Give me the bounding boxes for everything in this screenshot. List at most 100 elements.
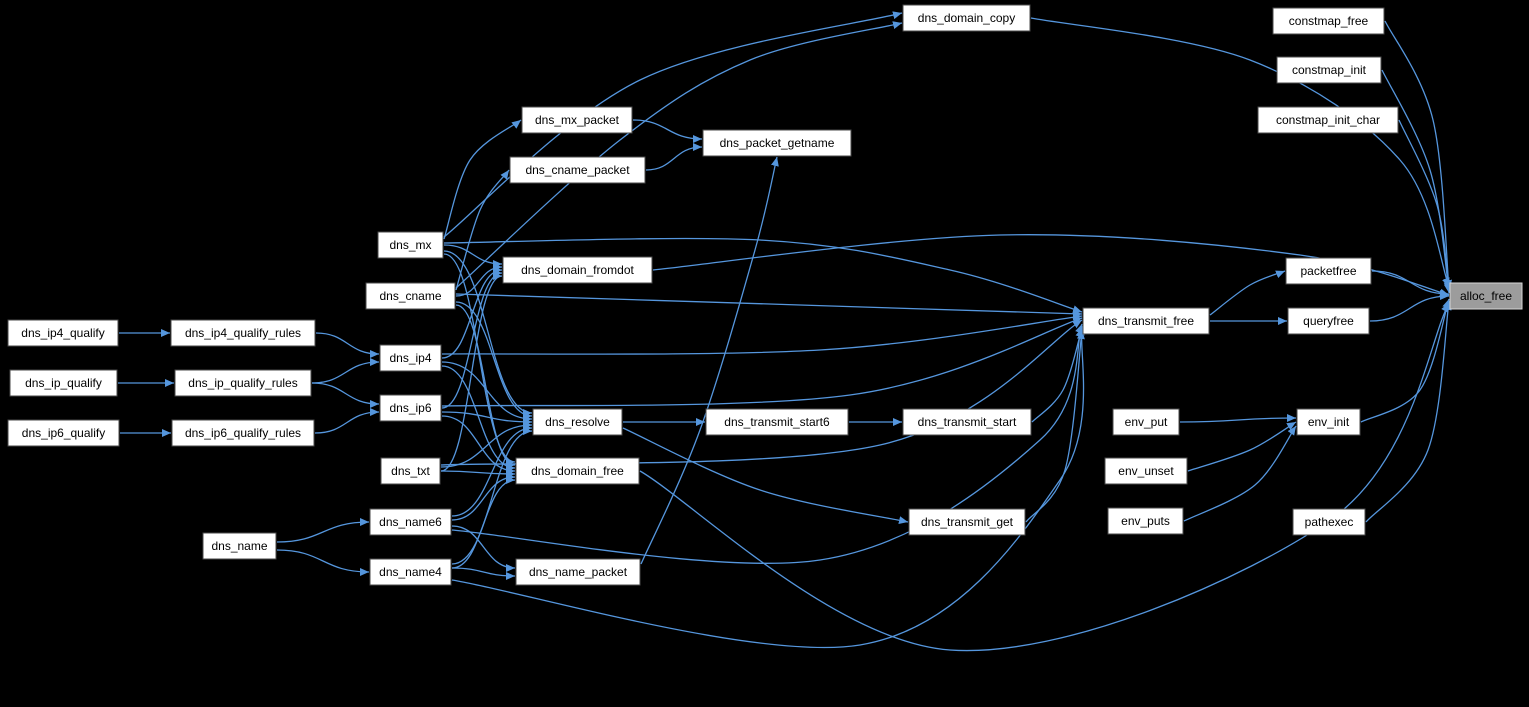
node-box-dns_mx <box>377 231 444 259</box>
graph-node-dns_ip6_qualify[interactable]: dns_ip6_qualify <box>7 419 120 447</box>
node-label-dns_name4: dns_name4 <box>379 565 442 579</box>
graph-node-dns_ip4_qualify[interactable]: dns_ip4_qualify <box>7 319 119 347</box>
graph-node-dns_cname[interactable]: dns_cname <box>365 282 456 310</box>
node-box-dns_cname_packet <box>509 156 646 184</box>
call-edge-dns_ip6_qualify_rules-to-dns_ip6 <box>314 408 380 434</box>
graph-node-dns_cname_packet[interactable]: dns_cname_packet <box>509 156 646 184</box>
graph-node-pathexec[interactable]: pathexec <box>1292 508 1366 536</box>
node-label-queryfree: queryfree <box>1303 314 1354 328</box>
node-label-dns_domain_free: dns_domain_free <box>531 464 624 478</box>
node-box-dns_domain_fromdot <box>502 256 653 284</box>
graph-node-dns_transmit_free[interactable]: dns_transmit_free <box>1082 307 1210 335</box>
call-edge-constmap_init-to-alloc_free <box>1381 69 1452 292</box>
node-label-dns_packet_getname: dns_packet_getname <box>720 136 835 150</box>
call-edge-env_puts-to-env_init <box>1183 425 1297 522</box>
graph-node-alloc_free[interactable]: alloc_free <box>1449 282 1523 310</box>
node-box-dns_ip4_qualify <box>7 319 119 347</box>
graph-node-dns_mx_packet[interactable]: dns_mx_packet <box>521 106 633 134</box>
call-edge-dns_mx_packet-to-dns_packet_getname <box>632 119 703 143</box>
call-edge-dns_txt-to-dns_transmit_free <box>440 319 1083 466</box>
node-label-pathexec: pathexec <box>1305 515 1354 529</box>
node-label-dns_cname: dns_cname <box>379 289 441 303</box>
call-edge-dns_name-to-dns_name4 <box>276 549 370 576</box>
graph-node-dns_domain_copy[interactable]: dns_domain_copy <box>902 4 1031 32</box>
graph-node-dns_name_packet[interactable]: dns_name_packet <box>515 558 641 586</box>
graph-node-dns_domain_free[interactable]: dns_domain_free <box>515 457 640 485</box>
graph-node-dns_ip4_qualify_rules[interactable]: dns_ip4_qualify_rules <box>170 319 316 347</box>
graph-node-env_init[interactable]: env_init <box>1296 408 1361 436</box>
graph-node-dns_name6[interactable]: dns_name6 <box>369 508 452 536</box>
call-edge-dns_ip6-to-dns_domain_fromdot <box>441 269 503 409</box>
node-box-dns_transmit_start <box>902 408 1032 436</box>
graph-node-env_unset[interactable]: env_unset <box>1104 457 1188 485</box>
node-box-dns_ip6_qualify <box>7 419 120 447</box>
call-edge-dns_cname-to-dns_domain_free <box>455 304 516 469</box>
graph-node-queryfree[interactable]: queryfree <box>1287 307 1370 335</box>
graph-node-dns_ip_qualify_rules[interactable]: dns_ip_qualify_rules <box>174 369 312 397</box>
graph-node-env_put[interactable]: env_put <box>1112 408 1180 436</box>
node-box-dns_ip6_qualify_rules <box>171 419 315 447</box>
graph-node-env_puts[interactable]: env_puts <box>1107 507 1184 535</box>
graph-node-dns_name4[interactable]: dns_name4 <box>369 558 452 586</box>
graph-node-dns_ip6_qualify_rules[interactable]: dns_ip6_qualify_rules <box>171 419 315 447</box>
graph-node-dns_domain_fromdot[interactable]: dns_domain_fromdot <box>502 256 653 284</box>
node-box-dns_cname <box>365 282 456 310</box>
node-box-dns_transmit_start6 <box>705 408 849 436</box>
graph-node-dns_resolve[interactable]: dns_resolve <box>532 408 623 436</box>
node-box-constmap_init_char <box>1257 106 1399 134</box>
node-box-env_init <box>1296 408 1361 436</box>
graph-node-constmap_init[interactable]: constmap_init <box>1276 56 1382 84</box>
node-box-dns_name <box>202 532 277 560</box>
node-label-packetfree: packetfree <box>1300 264 1356 278</box>
call-edge-constmap_init_char-to-alloc_free <box>1398 119 1452 294</box>
node-box-dns_domain_free <box>515 457 640 485</box>
graph-node-packetfree[interactable]: packetfree <box>1285 257 1372 285</box>
call-edge-dns_name4-to-dns_resolve <box>451 427 533 565</box>
call-edge-pathexec-to-alloc_free <box>1365 300 1452 523</box>
node-box-dns_name_packet <box>515 558 641 586</box>
node-label-dns_txt: dns_txt <box>391 464 430 478</box>
graph-node-dns_transmit_start[interactable]: dns_transmit_start <box>902 408 1032 436</box>
graph-node-constmap_init_char[interactable]: constmap_init_char <box>1257 106 1399 134</box>
call-edge-dns_txt-to-dns_resolve <box>440 421 533 468</box>
graph-node-dns_transmit_get[interactable]: dns_transmit_get <box>908 508 1026 536</box>
graph-node-dns_ip6[interactable]: dns_ip6 <box>379 394 442 422</box>
node-box-dns_name6 <box>369 508 452 536</box>
graph-node-dns_ip_qualify[interactable]: dns_ip_qualify <box>9 369 118 397</box>
node-label-dns_resolve: dns_resolve <box>545 415 610 429</box>
node-label-constmap_init_char: constmap_init_char <box>1276 113 1380 127</box>
node-label-constmap_init: constmap_init <box>1292 63 1367 77</box>
node-box-dns_name4 <box>369 558 452 586</box>
node-box-dns_domain_copy <box>902 4 1031 32</box>
call-edge-dns_name4-to-dns_name_packet <box>451 567 516 580</box>
call-edge-dns_mx-to-dns_domain_free <box>443 253 516 466</box>
call-edge-dns_name6-to-dns_resolve <box>451 424 533 517</box>
graph-node-dns_ip4[interactable]: dns_ip4 <box>379 344 442 372</box>
node-label-dns_transmit_get: dns_transmit_get <box>921 515 1014 529</box>
graph-node-dns_mx[interactable]: dns_mx <box>377 231 444 259</box>
node-box-dns_mx_packet <box>521 106 633 134</box>
node-label-dns_ip4_qualify: dns_ip4_qualify <box>21 326 104 340</box>
node-label-dns_ip4_qualify_rules: dns_ip4_qualify_rules <box>185 326 301 340</box>
graph-node-constmap_free[interactable]: constmap_free <box>1272 7 1385 35</box>
call-edge-dns_ip6-to-dns_domain_free <box>441 415 516 475</box>
node-label-env_put: env_put <box>1125 415 1168 429</box>
graph-node-dns_packet_getname[interactable]: dns_packet_getname <box>702 129 852 157</box>
graph-node-dns_txt[interactable]: dns_txt <box>380 457 441 485</box>
node-box-dns_txt <box>380 457 441 485</box>
call-edge-dns_ip_qualify_rules-to-dns_ip4 <box>311 358 380 384</box>
call-edge-dns_ip4_qualify_rules-to-dns_ip4 <box>315 332 380 358</box>
graph-node-dns_transmit_start6[interactable]: dns_transmit_start6 <box>705 408 849 436</box>
call-edge-dns_name6-to-dns_transmit_free <box>451 323 1083 564</box>
call-edge-dns_ip4-to-dns_transmit_free <box>441 313 1083 355</box>
call-edge-dns_transmit_free-to-packetfree <box>1209 270 1286 316</box>
node-label-env_puts: env_puts <box>1121 514 1170 528</box>
call-edge-dns_name4-to-dns_transmit_free <box>451 325 1085 649</box>
graph-node-dns_name[interactable]: dns_name <box>202 532 277 560</box>
node-box-dns_ip4 <box>379 344 442 372</box>
node-box-constmap_init <box>1276 56 1382 84</box>
node-label-constmap_free: constmap_free <box>1289 14 1369 28</box>
node-box-env_puts <box>1107 507 1184 535</box>
node-label-dns_name_packet: dns_name_packet <box>529 565 628 579</box>
call-edge-dns_mx-to-dns_mx_packet <box>443 119 522 240</box>
